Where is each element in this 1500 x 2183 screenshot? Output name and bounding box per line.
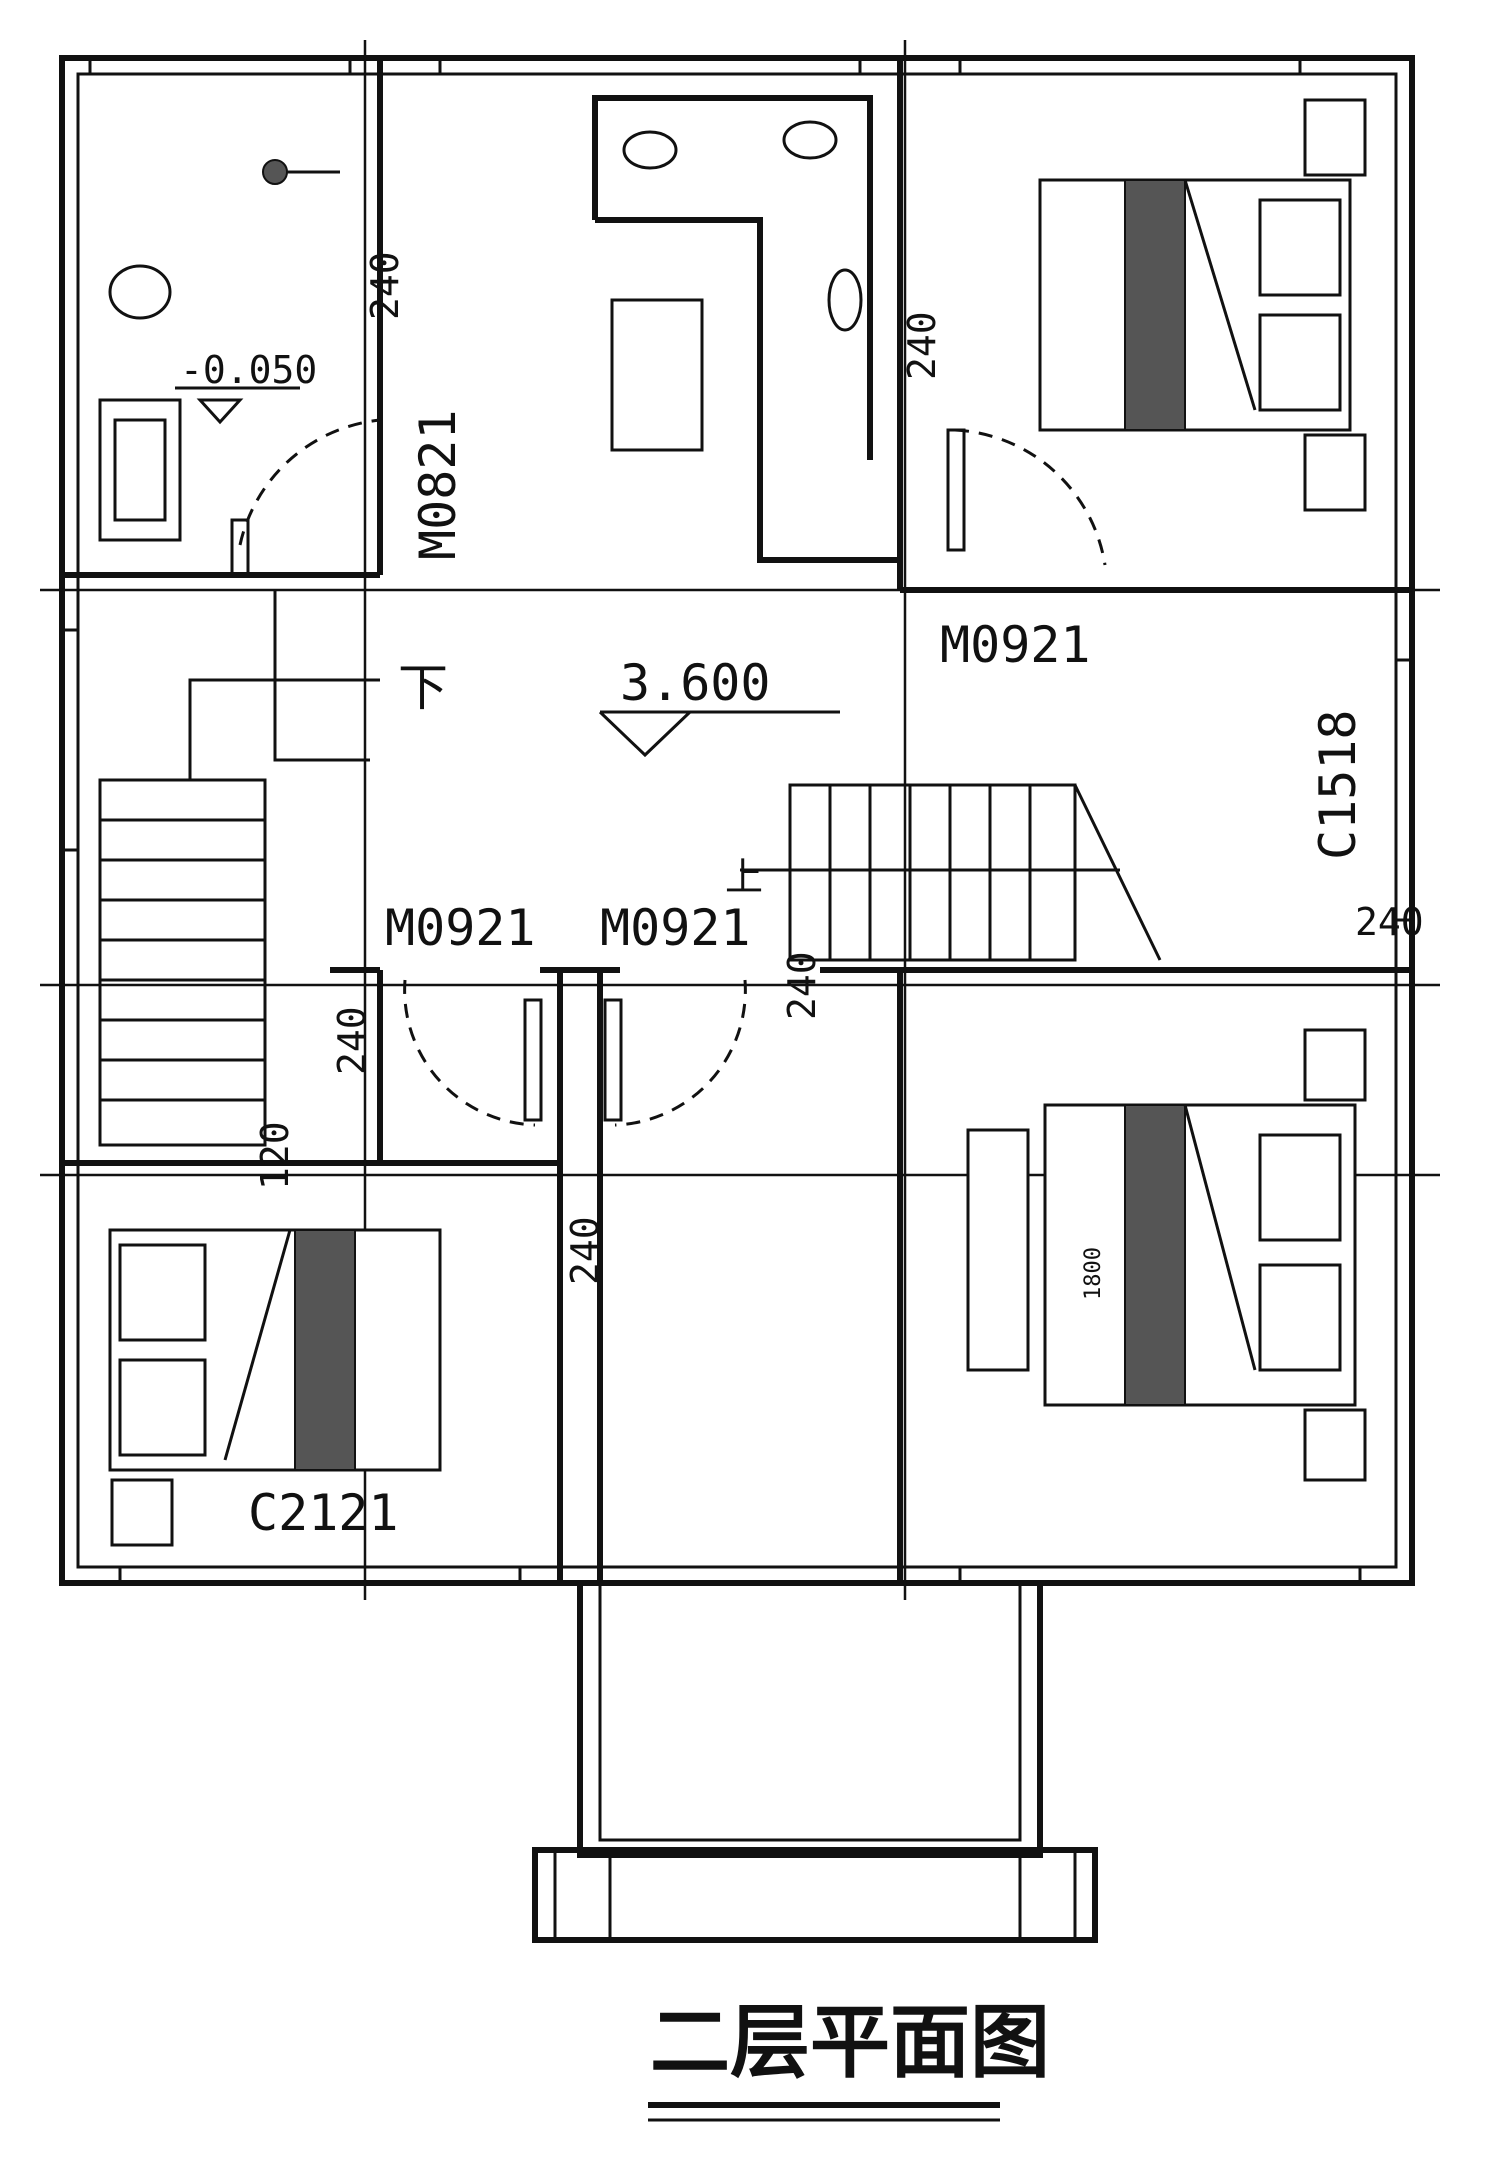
- nightstand: [110, 1478, 174, 1547]
- dim-240-kitchen: 240: [900, 311, 944, 380]
- window-label-southwest: C2121: [248, 1484, 399, 1542]
- elevation-marks: [175, 386, 840, 758]
- nightstand: [1303, 98, 1367, 177]
- drawing-title: 二层平面图: [650, 1996, 1050, 2089]
- dim-120: 120: [253, 1121, 297, 1190]
- shower-head-icon: [262, 159, 288, 185]
- washbasin-icon: [98, 398, 182, 542]
- dim-240-bath: 240: [363, 251, 407, 320]
- stair-up-label: 上: [725, 855, 763, 899]
- dim-240-stair: 240: [780, 951, 824, 1020]
- dim-1800: 1800: [1081, 1247, 1106, 1300]
- bathroom-elevation: -0.050: [180, 348, 317, 392]
- interior-walls: [62, 58, 1412, 1583]
- bathroom-fixtures: [98, 159, 340, 542]
- dim-240-corridor: 240: [330, 1006, 374, 1075]
- door-label-left: M0921: [385, 899, 536, 957]
- kitchen-counter: [592, 95, 900, 563]
- door-label-bath: M0821: [409, 409, 467, 560]
- dining-table: [610, 298, 704, 452]
- nightstand: [1303, 1408, 1367, 1482]
- window-label-east: C1518: [1309, 709, 1367, 860]
- stair-down-label: 下: [398, 659, 448, 717]
- windows: [60, 56, 1414, 1585]
- door-label-bedroom-ne: M0921: [940, 616, 1091, 674]
- balcony: [532, 1583, 1098, 1943]
- stairs: [98, 590, 1162, 1147]
- door-label-right: M0921: [600, 899, 751, 957]
- dim-240-center: 240: [563, 1216, 607, 1285]
- nightstand: [1303, 1028, 1367, 1102]
- bed-northeast: [1038, 98, 1367, 512]
- bench: [966, 1128, 1030, 1372]
- nightstand: [1303, 433, 1367, 512]
- dim-240-east: 240: [1355, 900, 1424, 944]
- floor-elevation: 3.600: [620, 654, 771, 712]
- bed-southeast: [966, 1028, 1367, 1482]
- bed-southwest: [108, 1228, 442, 1547]
- toilet-icon: [108, 264, 172, 320]
- doors: [230, 418, 1107, 1127]
